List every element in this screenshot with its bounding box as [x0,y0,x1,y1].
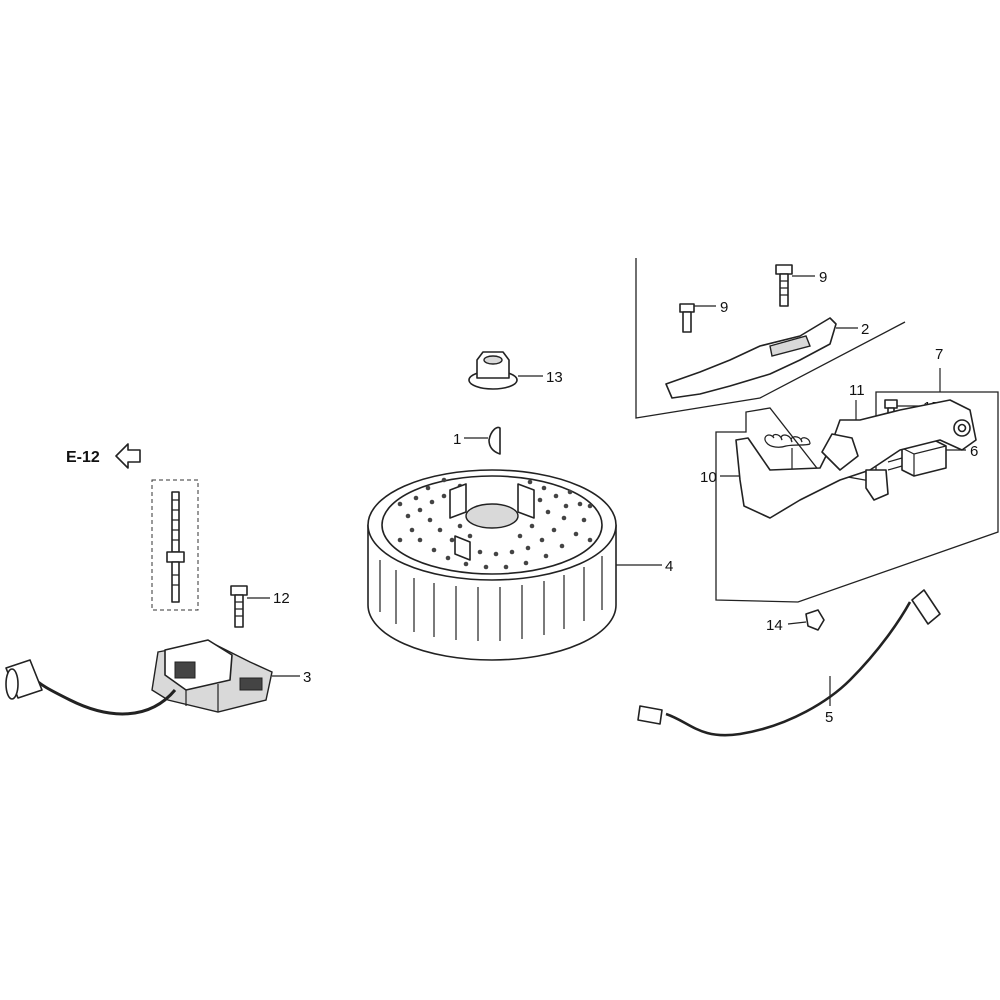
part-12-bolt[interactable] [230,585,248,628]
callout-1: 1 [453,431,461,448]
reference-e12[interactable]: E-12 [66,443,141,469]
part-1-key[interactable] [488,426,501,455]
callout-5: 5 [825,709,833,726]
callout-11: 11 [849,382,865,399]
part-5-wire[interactable] [637,589,941,737]
part-9-bolt-lower[interactable] [679,303,695,333]
callout-13: 13 [546,369,563,386]
callout-7: 7 [935,346,943,363]
callout-12: 12 [273,590,290,607]
callout-6: 6 [970,443,978,460]
callout-10: 10 [700,469,717,486]
callout-9-upper: 9 [819,269,827,286]
part-6-stop-switch[interactable] [887,439,947,477]
reference-label: E-12 [66,449,100,466]
callout-14: 14 [766,617,783,634]
callout-4: 4 [665,558,673,575]
part-3-ignition-coil[interactable] [5,639,273,716]
part-8-return-spring[interactable] [764,433,811,448]
part-2-brake-arm[interactable] [665,317,837,399]
part-14-clip[interactable] [805,609,825,631]
stud-group-box [151,479,199,611]
callout-9-lower: 9 [720,299,728,316]
part-stud[interactable] [166,491,185,603]
part-4-flywheel[interactable] [367,469,617,661]
ignition-stop-bracket[interactable] [735,399,977,519]
part-9-bolt-upper[interactable] [775,264,793,307]
flywheel-fins [379,556,603,641]
callout-2: 2 [861,321,869,338]
brake-assembly-outline [635,258,906,419]
callout-3: 3 [303,669,311,686]
part-13-flange-nut[interactable] [468,351,518,390]
reference-arrow-icon [115,443,141,469]
